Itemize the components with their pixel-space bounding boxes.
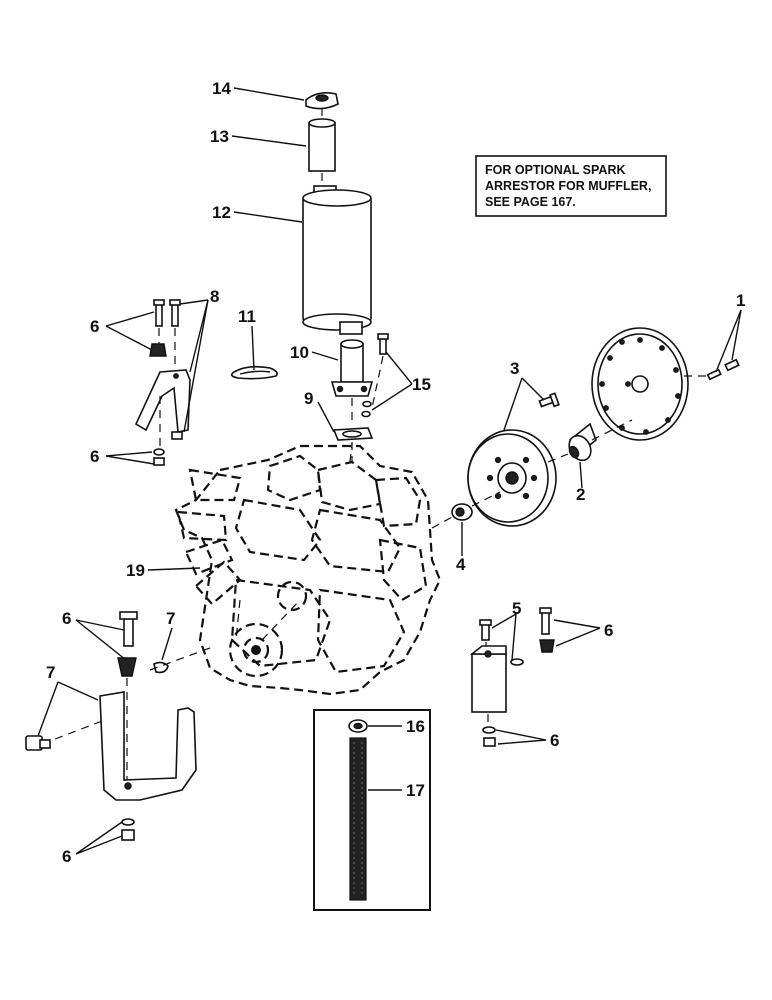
callout-7-lower: 7: [46, 663, 55, 682]
callout-2: 2: [576, 485, 585, 504]
note-line-1: FOR OPTIONAL SPARK: [485, 163, 626, 177]
callout-labels: 14 13 12 11 10 9 15 8 6 6 3 1 2 4 19 6 7…: [46, 79, 745, 866]
callout-6-right: 6: [604, 621, 613, 640]
callout-6-upper: 6: [90, 317, 99, 336]
rain-cap-hole: [315, 94, 329, 102]
callout-15: 15: [412, 375, 431, 394]
inset-box: [313, 709, 431, 911]
callout-9: 9: [304, 389, 313, 408]
leader-lines: [37, 87, 742, 855]
note-line-3: SEE PAGE 167.: [485, 195, 576, 209]
callout-6-lower: 6: [62, 609, 71, 628]
tail-pipe-part: [308, 122, 336, 172]
callout-12: 12: [212, 203, 231, 222]
mount-block-part: [471, 653, 507, 713]
bracket-7-part: [99, 691, 197, 801]
callout-11: 11: [238, 307, 256, 326]
callout-14: 14: [212, 79, 231, 98]
callout-13: 13: [210, 127, 229, 146]
muffler-part: [302, 195, 372, 323]
callout-6-right-lower: 6: [550, 731, 559, 750]
note-box: FOR OPTIONAL SPARK ARRESTOR FOR MUFFLER,…: [475, 155, 667, 217]
callout-17: 17: [406, 781, 425, 800]
hose-part: [349, 737, 367, 901]
note-line-2: ARRESTOR FOR MUFFLER,: [485, 179, 651, 193]
drive-parts: [431, 327, 740, 529]
callout-16: 16: [406, 717, 425, 736]
clamp-part: [230, 365, 278, 380]
right-mount: [469, 607, 555, 747]
callout-1: 1: [736, 291, 745, 310]
exhaust-elbow-part: [340, 343, 364, 383]
callout-19: 19: [126, 561, 145, 580]
callout-10: 10: [290, 343, 309, 362]
upper-left-bracket: [134, 299, 191, 466]
callout-6-bottom: 6: [62, 847, 71, 866]
callout-4: 4: [456, 555, 466, 574]
callout-6-mid: 6: [90, 447, 99, 466]
callout-8: 8: [210, 287, 219, 306]
callout-3: 3: [510, 359, 519, 378]
bracket-8-part: [134, 369, 191, 433]
engine-outline: [174, 443, 442, 696]
callout-5: 5: [512, 599, 521, 618]
muffler-assembly: [302, 92, 389, 462]
callout-7-upper: 7: [166, 609, 175, 628]
lower-left-bracket: [25, 611, 211, 841]
